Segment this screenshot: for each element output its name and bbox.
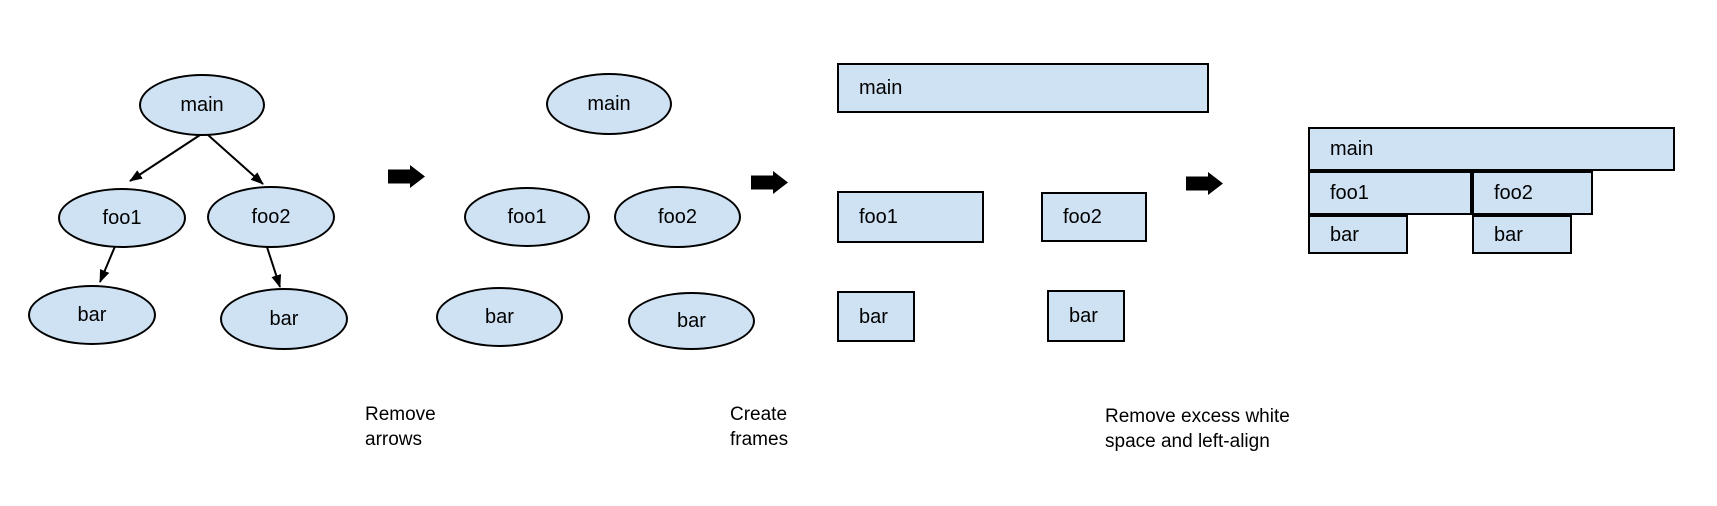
g4-frame-bar-right: bar	[1472, 215, 1572, 254]
node-label: bar	[859, 305, 888, 328]
g3-frame-main: main	[837, 63, 1209, 113]
node-label: foo1	[102, 207, 142, 229]
step-arrow-icon	[751, 171, 788, 194]
node-label: foo2	[1494, 182, 1533, 204]
node-label: bar	[677, 310, 706, 332]
node-label: bar	[1330, 223, 1359, 246]
g4-frame-bar-left: bar	[1308, 215, 1408, 254]
g1-node-main: main	[139, 74, 265, 136]
edge-main-foo2	[207, 134, 264, 185]
node-label: main	[1330, 138, 1374, 160]
g3-frame-foo2: foo2	[1041, 192, 1147, 242]
g2-node-bar-left: bar	[436, 287, 563, 347]
node-label: bar	[1069, 305, 1098, 327]
step-arrow-icon	[1186, 172, 1223, 195]
step-caption-remove-whitespace: Remove excess white space and left-align	[1105, 406, 1290, 452]
g2-node-foo2: foo2	[614, 186, 741, 248]
g3-frame-bar-left: bar	[837, 291, 915, 342]
g2-node-bar-right: bar	[628, 292, 755, 350]
g3-frame-foo1: foo1	[837, 191, 984, 243]
node-label: bar	[77, 304, 107, 326]
node-label: main	[180, 94, 224, 116]
g4-frame-foo1: foo1	[1308, 171, 1472, 215]
node-label: main	[859, 77, 903, 99]
node-label: foo2	[251, 206, 291, 228]
g2-node-foo1: foo1	[464, 187, 590, 247]
edge-main-foo1	[129, 134, 201, 182]
g3-frame-bar-right: bar	[1047, 290, 1125, 342]
node-label: foo1	[1330, 182, 1369, 204]
step-caption-create-frames: Create frames	[730, 404, 789, 450]
node-label: main	[587, 93, 631, 115]
g1-node-foo1: foo1	[58, 188, 186, 248]
g4-frame-main: main	[1308, 127, 1675, 171]
node-label: bar	[485, 306, 514, 328]
g1-node-bar-right: bar	[220, 288, 348, 350]
edge-foo1-bar	[99, 243, 117, 283]
edge-foo2-bar	[265, 243, 282, 288]
g1-node-bar-left: bar	[28, 285, 156, 345]
node-label: foo1	[507, 206, 547, 228]
node-label: foo1	[859, 206, 898, 228]
g1-node-foo2: foo2	[207, 186, 335, 248]
g4-frame-foo2: foo2	[1472, 171, 1593, 215]
step-caption-remove-arrows: Remove arrows	[365, 404, 436, 450]
g2-node-main: main	[546, 73, 672, 135]
node-label: bar	[269, 308, 299, 330]
step-arrow-icon	[388, 165, 425, 188]
node-label: foo2	[658, 206, 697, 228]
node-label: bar	[1494, 223, 1523, 246]
node-label: foo2	[1063, 206, 1102, 228]
